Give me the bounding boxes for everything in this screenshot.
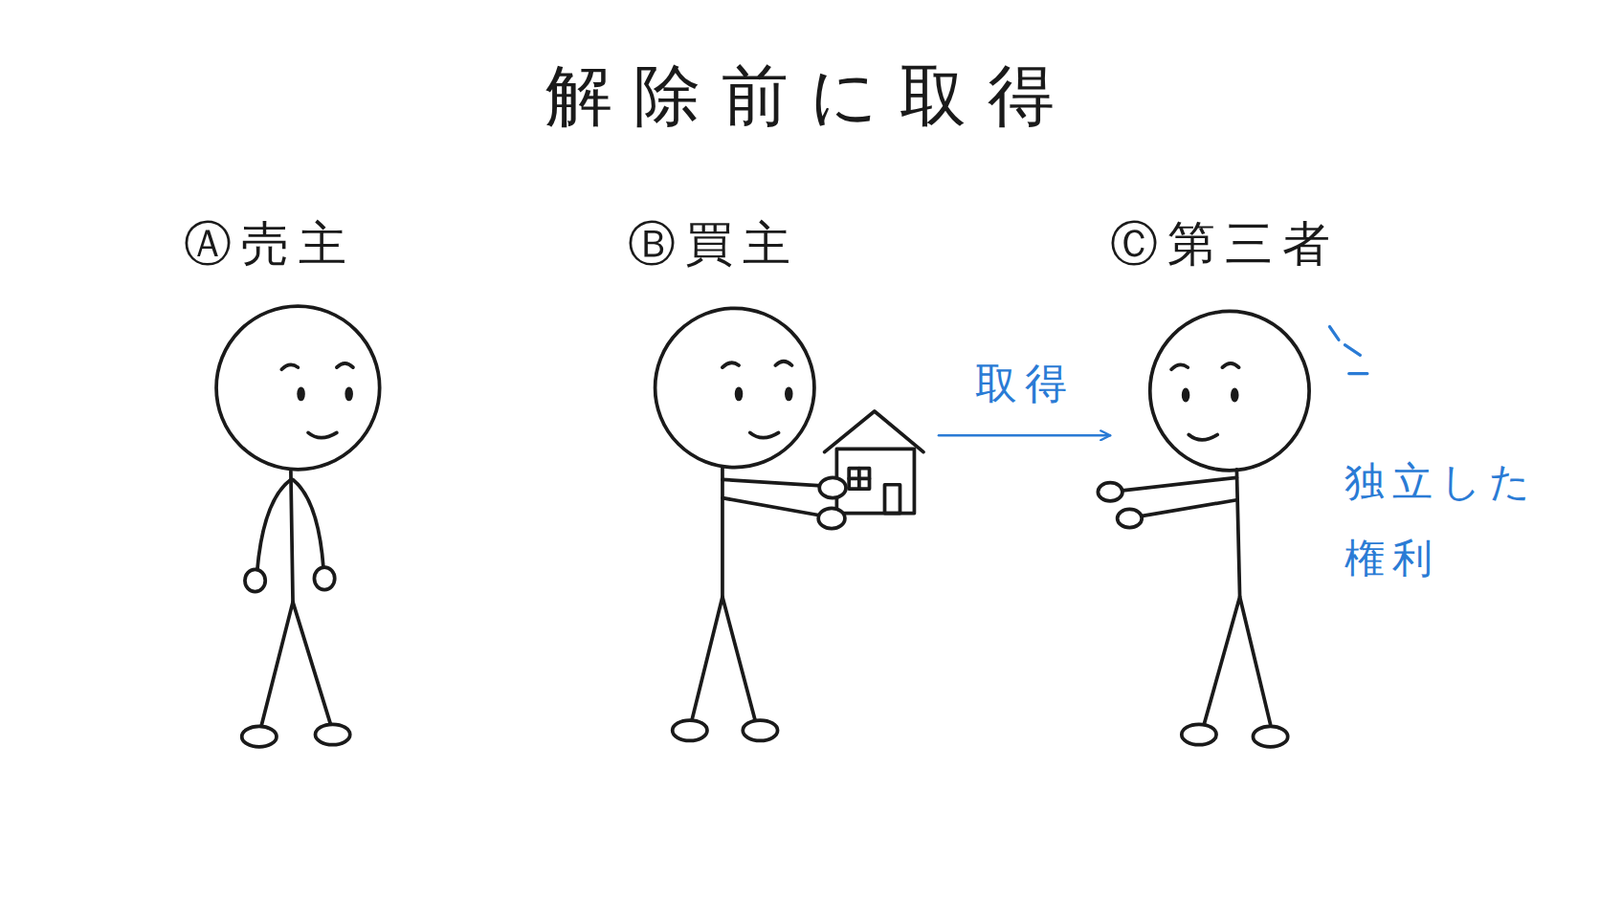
person-figure: Ⓐ売主 bbox=[183, 212, 419, 754]
role-label: Ⓒ第三者 bbox=[1110, 212, 1360, 277]
note-label: 独立した 権利 bbox=[1344, 444, 1554, 598]
title: 解除前に取得 bbox=[545, 51, 1076, 142]
person-figure: Ⓒ第三者 bbox=[1110, 212, 1360, 754]
person-figure: Ⓑ買主 bbox=[627, 212, 939, 754]
role-label: Ⓑ買主 bbox=[627, 212, 939, 277]
transfer-arrow bbox=[938, 434, 1111, 438]
role-label: Ⓐ売主 bbox=[183, 212, 419, 277]
edge-label: 取得 bbox=[973, 355, 1077, 413]
